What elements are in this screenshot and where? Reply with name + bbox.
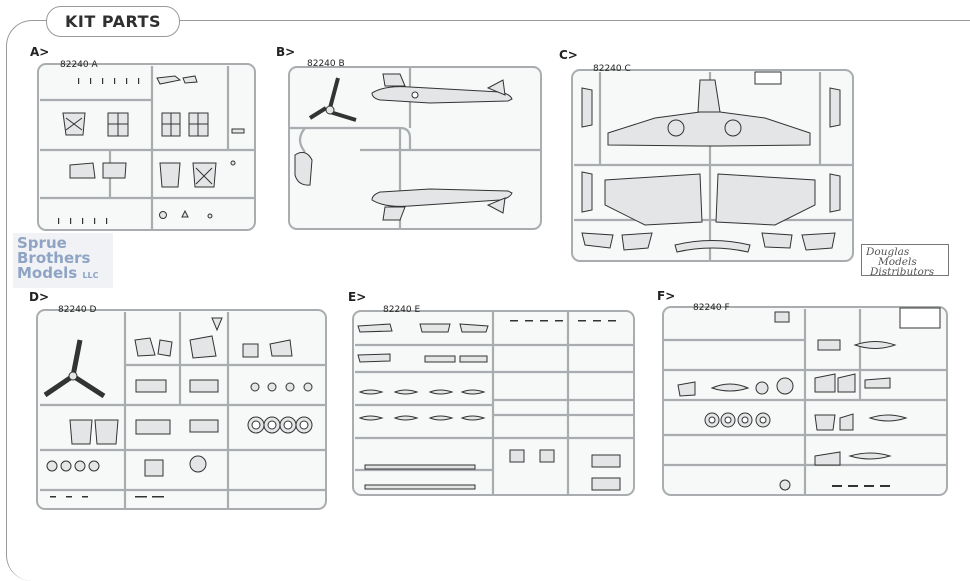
sprue-a-parts	[62, 75, 245, 219]
sprue-parts	[43, 71, 941, 491]
distributor-logo: Douglas Models Distributors	[861, 244, 949, 278]
sprue-parts-drawing	[40, 66, 946, 508]
sprue-c-parts	[581, 71, 841, 253]
kit-parts-frame	[6, 20, 970, 581]
sprue-a-frame	[37, 63, 256, 231]
watermark-suffix: LLC	[82, 271, 99, 280]
sprue-d-parts	[43, 317, 313, 477]
sprue-a-code: 82240 A	[60, 60, 98, 70]
sprue-b-code: 82240 B	[307, 59, 345, 69]
sprue-e-code: 82240 E	[383, 305, 421, 315]
sprue-d-letter: D>	[29, 290, 50, 304]
sprue-e-letter: E>	[348, 290, 367, 304]
sprue-f-parts	[677, 307, 941, 491]
watermark-logo	[13, 233, 113, 288]
page-title: KIT PARTS	[46, 6, 180, 37]
sprue-f-letter: F>	[657, 289, 676, 303]
distributor-line2: Models	[878, 256, 917, 268]
sprue-gate-ticks	[50, 78, 890, 498]
watermark-line2: Brothers	[17, 249, 91, 267]
sprue-d-code: 82240 D	[58, 305, 97, 315]
distributor-line3: Distributors	[870, 266, 935, 278]
watermark-line3: Models LLC	[17, 266, 99, 281]
distributor-line1: Douglas	[866, 246, 910, 258]
watermark-text: Sprue Brothers Models LLC	[17, 236, 99, 281]
watermark-models: Models	[17, 264, 78, 282]
sprue-f-code: 82240 F	[693, 303, 730, 313]
watermark-line1: Sprue	[17, 234, 67, 252]
sprue-b-letter: B>	[276, 45, 296, 59]
sprue-b-parts	[294, 73, 513, 221]
sprue-runners	[40, 66, 946, 508]
sprue-c-letter: C>	[559, 48, 578, 62]
sprue-a-letter: A>	[30, 45, 50, 59]
sprue-e-parts	[357, 323, 621, 491]
sprue-c-code: 82240 C	[593, 64, 631, 74]
